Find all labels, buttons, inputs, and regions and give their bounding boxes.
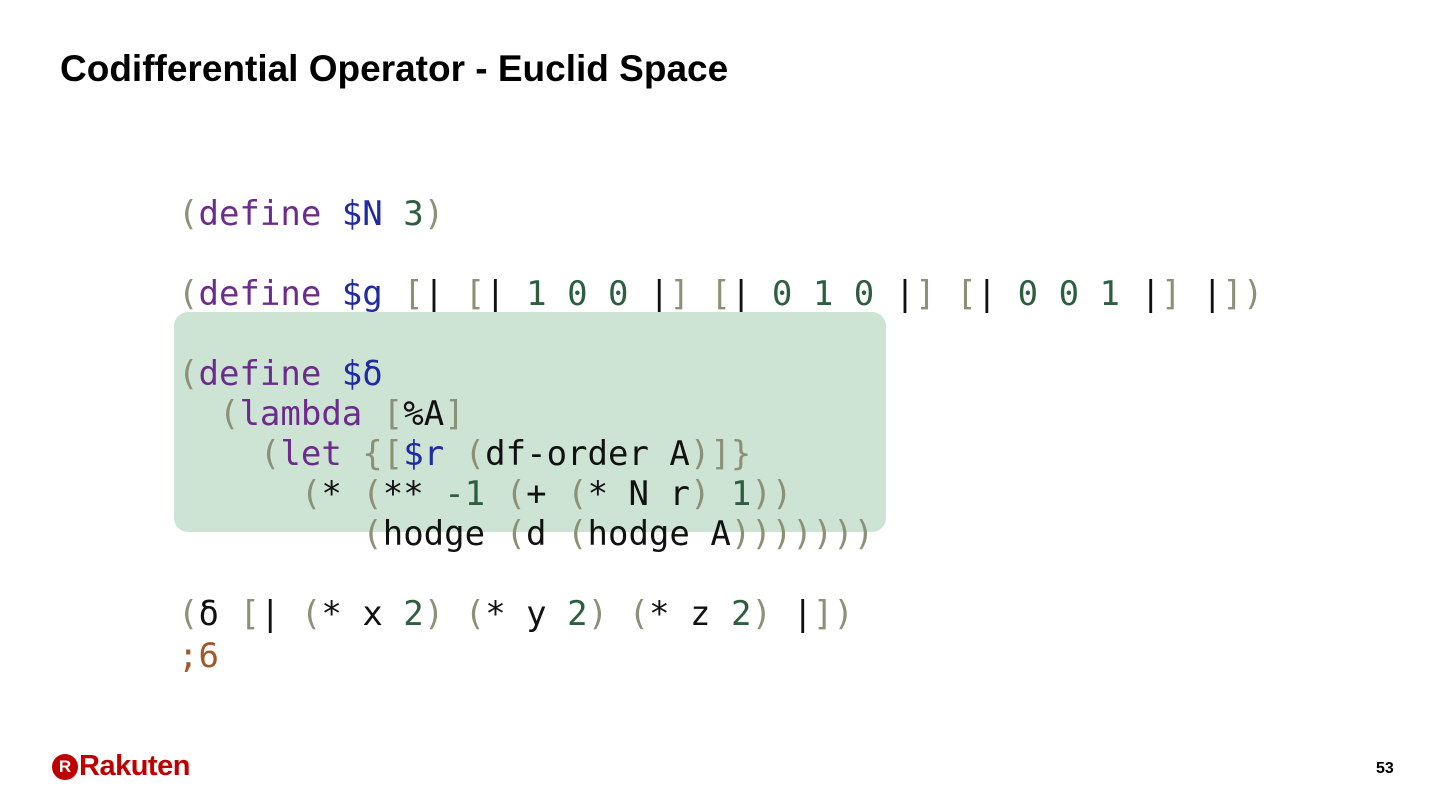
code-token: ( bbox=[178, 194, 199, 234]
code-token: 2 bbox=[567, 594, 588, 634]
code-token: ] bbox=[669, 274, 690, 314]
code-token: 0 0 1 bbox=[1017, 274, 1120, 314]
code-token: | bbox=[976, 274, 998, 314]
code-token: * N r bbox=[587, 474, 690, 514]
code-token: ) bbox=[423, 194, 445, 234]
code-token: %A bbox=[403, 394, 445, 434]
code-token: ] bbox=[1222, 274, 1243, 314]
code-token: ) bbox=[751, 594, 772, 634]
code-token: lambda bbox=[239, 394, 363, 434]
page-number: 53 bbox=[1376, 760, 1394, 777]
code-token: ( bbox=[628, 594, 650, 634]
code-token: ( bbox=[505, 474, 527, 514]
code-token: )]} bbox=[689, 434, 752, 474]
code-token: ] bbox=[444, 394, 465, 434]
code-token: ( bbox=[362, 474, 383, 514]
code-token: * z bbox=[649, 594, 711, 634]
code-token: 2 bbox=[730, 594, 752, 634]
code-token: ) bbox=[587, 594, 609, 634]
code-token: let bbox=[280, 434, 342, 474]
code-token: 1 bbox=[730, 474, 752, 514]
code-token: define bbox=[198, 354, 322, 394]
code-token: ) bbox=[1242, 274, 1264, 314]
code-token: ** bbox=[382, 474, 424, 514]
code-token: ] bbox=[915, 274, 936, 314]
code-token: * y bbox=[485, 594, 547, 634]
code-token: ( bbox=[362, 514, 383, 554]
code-token: ]) bbox=[812, 594, 854, 634]
code-highlight-box bbox=[174, 312, 886, 532]
code-token: ( bbox=[178, 274, 199, 314]
code-token: | bbox=[423, 274, 445, 314]
code-token: | bbox=[894, 274, 916, 314]
code-token: 0 1 0 bbox=[771, 274, 875, 314]
code-block-define-delta: (define $δ (lambda [%A] (let {[$r (df-or… bbox=[178, 354, 874, 554]
code-token: [ bbox=[464, 274, 486, 314]
code-token: [ bbox=[956, 274, 977, 314]
code-token: ) bbox=[423, 594, 445, 634]
code-token: ( bbox=[300, 594, 322, 634]
code-token: [ bbox=[239, 594, 260, 634]
code-token: ( bbox=[178, 354, 199, 394]
code-token: ( bbox=[300, 474, 322, 514]
code-token: | bbox=[792, 594, 813, 634]
code-token: ( bbox=[218, 394, 240, 434]
code-token: hodge A bbox=[587, 514, 731, 554]
code-token: ( bbox=[464, 594, 486, 634]
code-token: 3 bbox=[403, 194, 424, 234]
code-token: ( bbox=[464, 434, 486, 474]
code-token: d bbox=[526, 514, 547, 554]
code-token: ( bbox=[178, 594, 199, 634]
code-token: ))))))) bbox=[730, 514, 875, 554]
code-token: $N bbox=[341, 194, 383, 234]
code-token: * x bbox=[321, 594, 383, 634]
code-token: 2 bbox=[403, 594, 424, 634]
code-token: ( bbox=[567, 474, 588, 514]
code-token: 1 0 0 bbox=[526, 274, 629, 314]
code-token: δ bbox=[198, 594, 219, 634]
slide-title: Codifferential Operator - Euclid Space bbox=[60, 48, 729, 89]
code-token: $r bbox=[403, 434, 445, 474]
rakuten-logo: R Rakuten bbox=[52, 750, 190, 783]
code-token: )) bbox=[751, 474, 793, 514]
code-token: * bbox=[321, 474, 342, 514]
code-token: | bbox=[259, 594, 281, 634]
code-token: | bbox=[730, 274, 752, 314]
code-token: [ bbox=[382, 394, 404, 434]
code-token: | bbox=[1140, 274, 1161, 314]
code-token: ( bbox=[505, 514, 527, 554]
code-token: | bbox=[648, 274, 670, 314]
code-token: | bbox=[485, 274, 506, 314]
code-line-result-comment: ;6 bbox=[178, 636, 219, 676]
code-token: [ bbox=[403, 274, 424, 314]
code-token: define bbox=[198, 194, 322, 234]
code-token: {[ bbox=[362, 434, 404, 474]
code-token: -1 bbox=[444, 474, 486, 514]
code-line-define-g: (define $g [| [| 1 0 0 |] [| 0 1 0 |] [|… bbox=[178, 274, 1263, 314]
code-token: ;6 bbox=[178, 636, 219, 676]
code-token: df-order A bbox=[485, 434, 690, 474]
rakuten-logo-mark: R bbox=[52, 753, 78, 780]
code-token: | bbox=[1201, 274, 1223, 314]
code-token: define bbox=[198, 274, 322, 314]
code-token: + bbox=[526, 474, 547, 514]
code-token: hodge bbox=[382, 514, 486, 554]
rakuten-logo-text: Rakuten bbox=[79, 750, 190, 782]
code-line-define-n: (define $N 3) bbox=[178, 194, 444, 234]
code-token: [ bbox=[710, 274, 731, 314]
code-token: ( bbox=[567, 514, 588, 554]
code-token: ) bbox=[689, 474, 711, 514]
code-line-delta-call: (δ [| (* x 2) (* y 2) (* z 2) |]) bbox=[178, 594, 854, 634]
code-token: ] bbox=[1160, 274, 1182, 314]
code-token: $g bbox=[341, 274, 383, 314]
code-token: ( bbox=[259, 434, 281, 474]
code-token: $δ bbox=[341, 354, 383, 394]
